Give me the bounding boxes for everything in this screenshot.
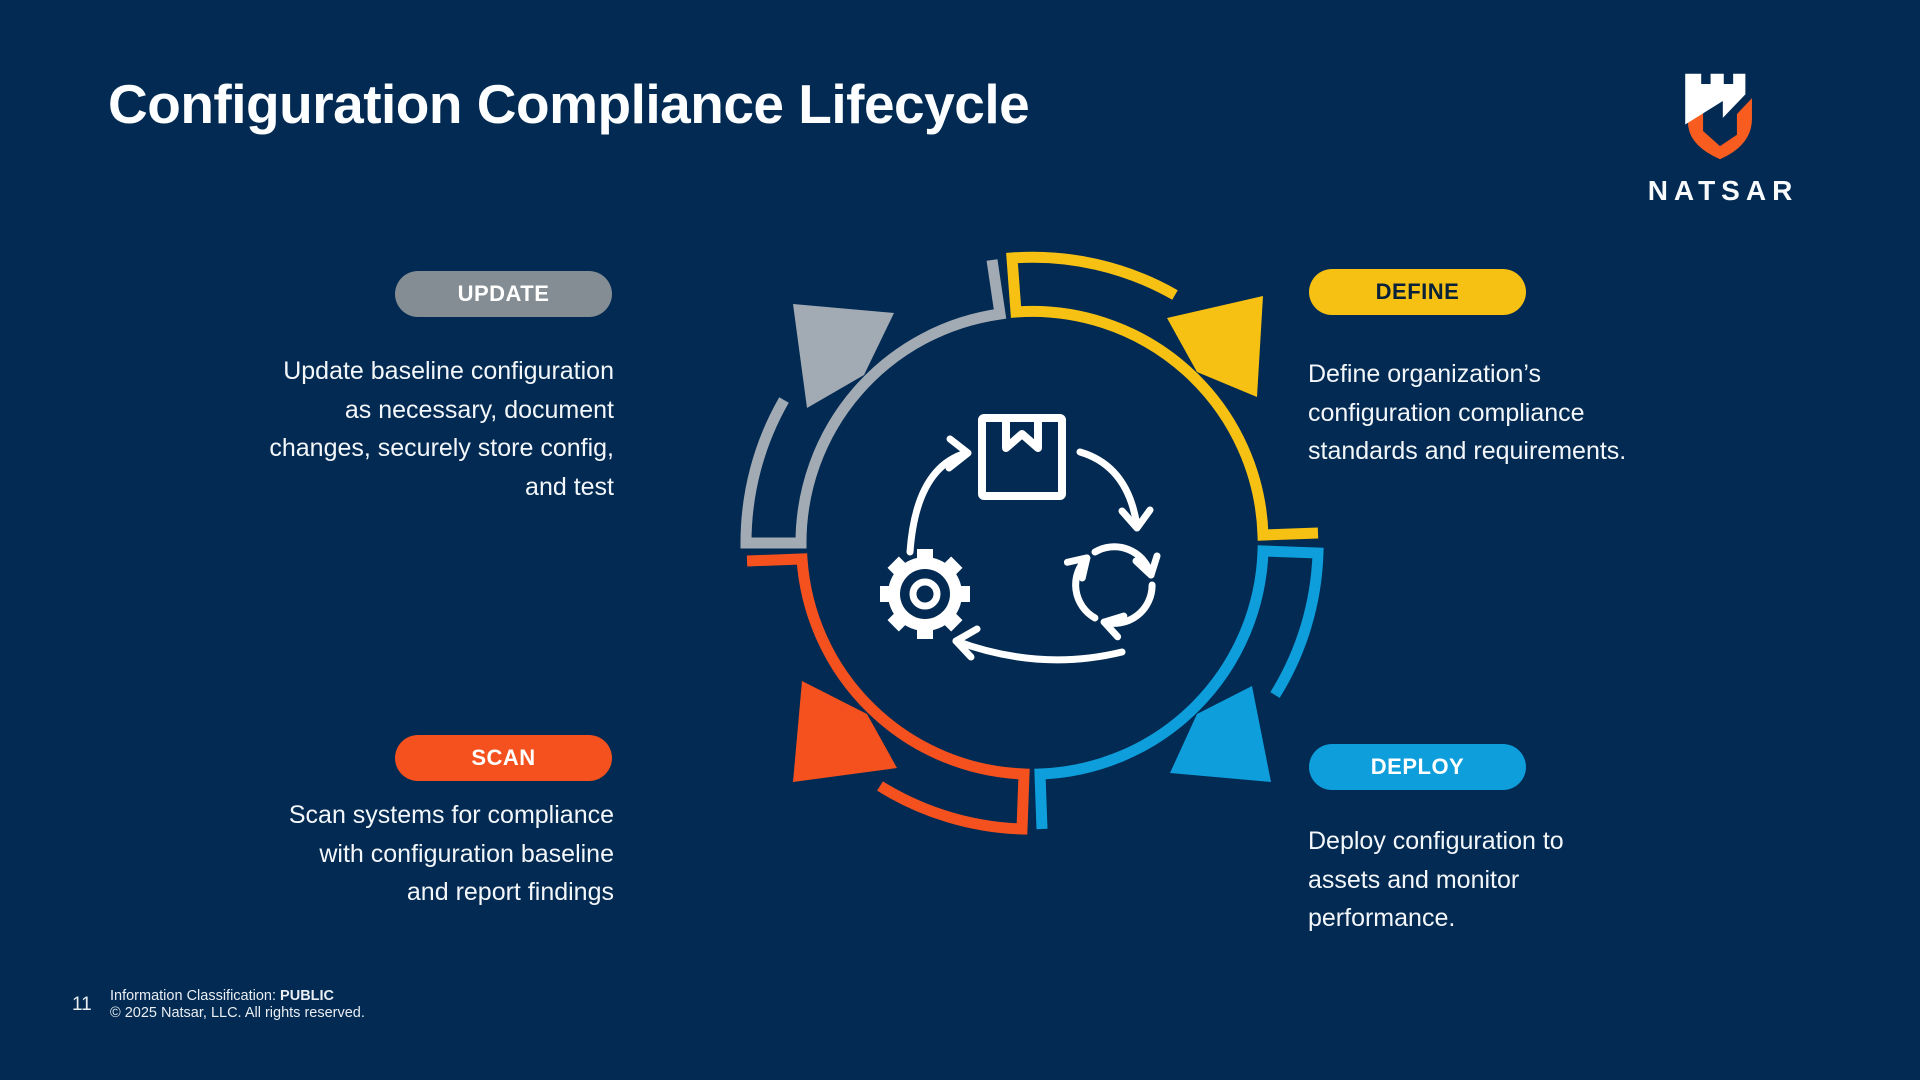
update-arc-band bbox=[740, 259, 1007, 549]
define-arrowhead-icon bbox=[1167, 296, 1263, 397]
natsar-logo: NATSAR bbox=[1622, 66, 1818, 207]
footer-copyright: © 2025 Natsar, LLC. All rights reserved. bbox=[110, 1005, 365, 1021]
scan-arrowhead-icon bbox=[793, 681, 897, 782]
update-pill: UPDATE bbox=[395, 271, 612, 317]
deploy-description: Deploy configuration to assets and monit… bbox=[1308, 827, 1564, 932]
scan-pill: SCAN bbox=[395, 735, 612, 781]
gear-icon bbox=[880, 549, 970, 639]
natsar-shield-icon bbox=[1685, 73, 1752, 160]
scan-arc bbox=[746, 553, 1030, 835]
scan-description: Scan systems for compliance with configu… bbox=[288, 801, 614, 906]
scan-arc-band bbox=[746, 553, 1030, 835]
slide-number: 11 bbox=[72, 994, 92, 1015]
define-description: Define organization’s configuration comp… bbox=[1308, 360, 1627, 465]
cycle-connector-arrows bbox=[906, 435, 1154, 664]
deploy-arrowhead-icon bbox=[1170, 686, 1271, 782]
define-arc-band bbox=[1006, 251, 1319, 541]
define-arc bbox=[1006, 251, 1319, 541]
logo-wordmark: NATSAR bbox=[1647, 175, 1799, 206]
footer: Information Classification: PUBLIC © 202… bbox=[110, 988, 365, 1022]
update-description: Update baseline configuration as necessa… bbox=[269, 357, 614, 501]
deploy-arc bbox=[1034, 545, 1324, 830]
update-arc bbox=[740, 259, 1007, 549]
center-icon-cluster bbox=[880, 414, 1161, 664]
classification-label: Information Classification: bbox=[110, 988, 281, 1004]
define-pill: DEFINE bbox=[1309, 269, 1526, 315]
shield-castle bbox=[1685, 73, 1746, 125]
shield-orange-chevron bbox=[1688, 98, 1752, 160]
footer-classification-line: Information Classification: PUBLIC bbox=[110, 988, 365, 1005]
deploy-pill: DEPLOY bbox=[1309, 744, 1526, 790]
package-box-icon bbox=[978, 414, 1066, 500]
update-arrowhead-icon bbox=[793, 304, 894, 408]
recycle-arrows-icon bbox=[1063, 543, 1161, 641]
classification-value: PUBLIC bbox=[280, 988, 335, 1004]
deploy-arc-band bbox=[1034, 545, 1324, 830]
page-title: Configuration Compliance Lifecycle bbox=[108, 73, 1030, 135]
